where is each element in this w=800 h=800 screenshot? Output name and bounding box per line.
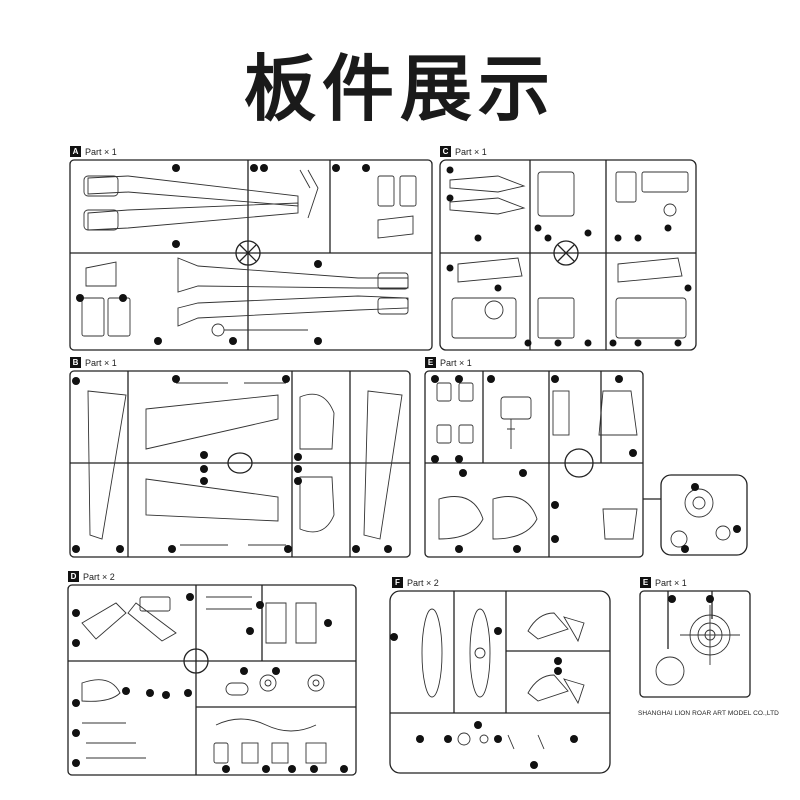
sprue-e1-label: E Part × 1 [425,357,472,368]
manufacturer-note: SHANGHAI LION ROAR ART MODEL CO.,LTD [638,710,779,717]
sprue-f-drawing [389,590,611,774]
sprue-f-count: Part × 2 [407,577,439,588]
sprue-e2-drawing [639,590,751,698]
sprue-a-label: A Part × 1 [70,146,117,157]
page-title: 板件展示 [243,47,556,131]
sprue-e1-drawing [424,370,748,558]
sprue-a-count: Part × 1 [85,146,117,157]
sprue-d-letter: D [68,571,79,582]
sprue-b-count: Part × 1 [85,357,117,368]
sprue-b-letter: B [70,357,81,368]
sprue-c-letter: C [440,146,451,157]
sprue-e2-label: E Part × 1 [640,577,687,588]
sprue-d-count: Part × 2 [83,571,115,582]
sprue-e2-count: Part × 1 [655,577,687,588]
sprue-b-label: B Part × 1 [70,357,117,368]
sprue-e1-count: Part × 1 [440,357,472,368]
sprue-d-label: D Part × 2 [68,571,115,582]
sprue-a-drawing [69,159,433,351]
sprue-a-letter: A [70,146,81,157]
sprue-b-drawing [69,370,411,558]
sprue-c-label: C Part × 1 [440,146,487,157]
sprue-f-letter: F [392,577,403,588]
sprue-e1-letter: E [425,357,436,368]
sprue-d-drawing [67,584,357,776]
sprue-c-drawing [439,159,697,351]
sprue-f-label: F Part × 2 [392,577,439,588]
sprue-e2-letter: E [640,577,651,588]
sprue-c-count: Part × 1 [455,146,487,157]
